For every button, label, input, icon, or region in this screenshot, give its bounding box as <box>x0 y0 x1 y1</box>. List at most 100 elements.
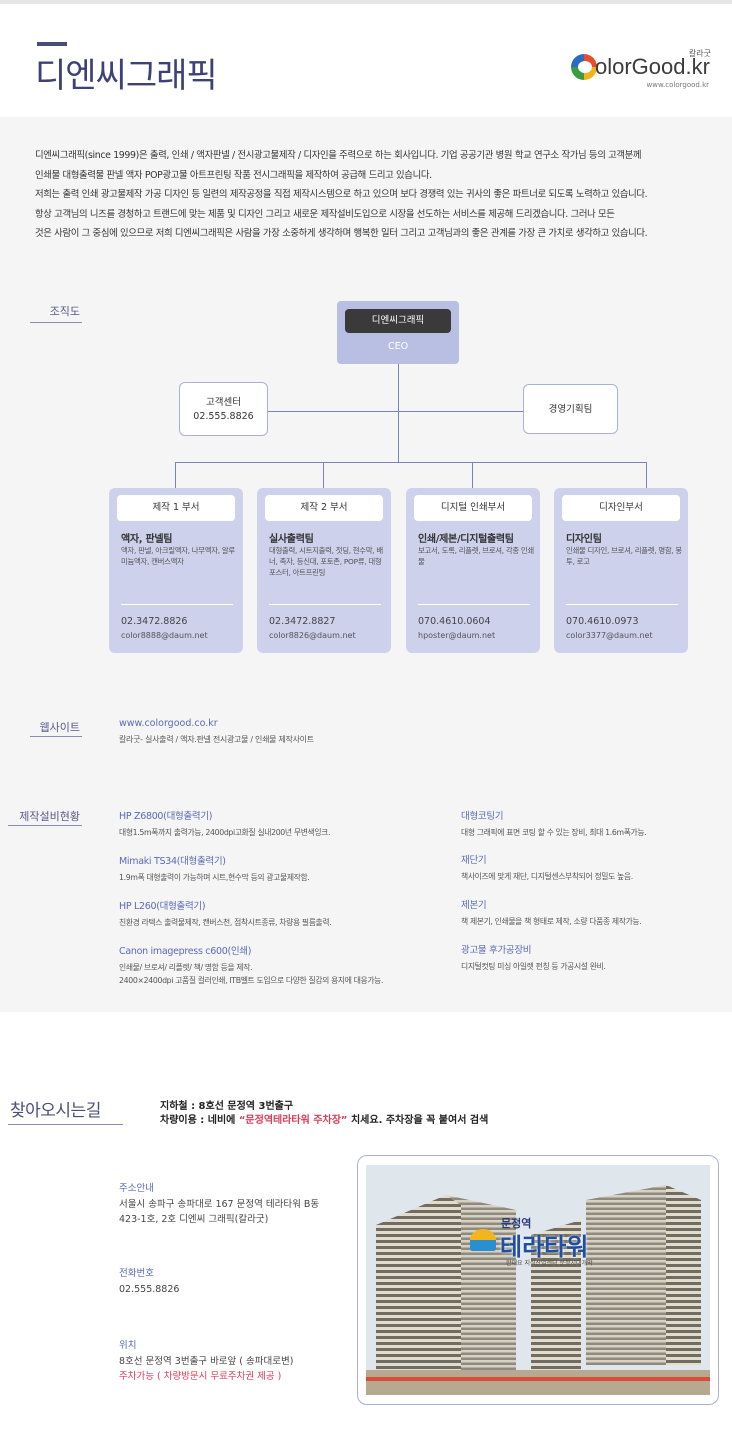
top-border <box>0 0 732 4</box>
org-connector <box>175 462 647 463</box>
dept-email[interactable]: color3377@daum.net <box>566 631 653 640</box>
dept-team: 인쇄/제본/디지털출력팀 <box>418 534 514 545</box>
car-directions: 차량이용 : 네비에 “문정역테라타워 주차장” 치세요. 주차장을 꼭 붙여서… <box>160 1111 488 1126</box>
dept-email[interactable]: color8888@daum.net <box>121 631 208 640</box>
colorgood-logo[interactable]: olorGood.kr 칼라굿 www.colorgood.kr <box>571 48 711 98</box>
phone-info: 전화번호 02.555.8826 <box>119 1265 179 1297</box>
equipment-desc-line: 2400×2400dpi 고품질 컬러인쇄, ITB벨트 도입으로 다양한 질감… <box>119 976 384 985</box>
parking-info: 주차가능 ( 차량방문시 무료주차권 제공 ) <box>119 1371 282 1382</box>
building-illustration <box>366 1165 710 1395</box>
dept-desc: 보고서, 도록, 리플렛, 브로셔, 각종 인쇄물 <box>418 546 534 566</box>
equipment-desc: 책사이즈에 맞게 재단, 디지털센스부착되어 정밀도 높음. <box>461 872 633 881</box>
dept-phone: 02.3472.8826 <box>121 616 188 627</box>
logo-korean: 칼라굿 <box>688 49 711 58</box>
dept-phone: 02.3472.8827 <box>269 616 336 627</box>
dept-divider <box>121 604 233 605</box>
equipment-title: 재단기 <box>461 855 487 866</box>
dept-head: 디자인부서 <box>562 495 680 521</box>
equipment-desc: 대형1.5m폭까지 출력가능, 2400dpi고화질 실내200년 무변색잉크. <box>119 828 331 837</box>
phone-title: 전화번호 <box>119 1268 154 1279</box>
dept-head: 제작 2 부서 <box>265 495 383 521</box>
dept-card: 디자인부서 디자인팀 인쇄물 디자인, 브로셔, 리플렛, 명함, 봉투, 로고… <box>554 488 688 653</box>
intro-line: 저희는 출력 인쇄 광고물제작 가공 디자인 등 일련의 제작공정을 직접 제작… <box>35 189 648 201</box>
intro-line: 디엔씨그래픽(since 1999)은 출력, 인쇄 / 액자판넬 / 전시광고… <box>35 150 642 161</box>
position-line: 8호선 문정역 3번출구 바로앞 ( 송파대로변) <box>119 1356 294 1367</box>
address-line: 서울시 송파구 송파대로 167 문정역 테라타워 B동 <box>119 1199 320 1210</box>
address-text: 서울시 송파구 송파대로 167 문정역 테라타워 B동 423-1호, 2호 … <box>119 1197 319 1227</box>
equipment-item: 대형코팅기 대형 그래픽에 표면 코팅 할 수 있는 장비, 최대 1.6m폭가… <box>461 808 647 839</box>
planning-team-box: 경영기획팀 <box>523 384 618 434</box>
equipment-label-underline <box>8 825 82 826</box>
dept-head: 디지털 인쇄부서 <box>414 495 532 521</box>
equipment-desc: 디지털컷팅 미싱 아일렛 펀칭 등 가공시설 완비. <box>461 962 606 971</box>
position-title: 위치 <box>119 1340 137 1351</box>
website-section-label: 웹사이트 <box>39 721 80 734</box>
equipment-desc-line: 인쇄물/ 브로셔/ 리플렛/ 책/ 명함 등을 제작. <box>119 963 253 972</box>
photo-building-name: 테라타워 <box>500 1233 589 1261</box>
dept-divider <box>269 604 381 605</box>
website-link[interactable]: www.colorgood.co.kr <box>119 718 218 729</box>
equipment-title: 제본기 <box>461 900 487 911</box>
equipment-title: HP L260(대형출력기) <box>119 901 206 912</box>
ceo-box: 디엔씨그래픽 CEO <box>337 301 459 364</box>
org-connector <box>646 462 647 488</box>
car-prefix: 차량이용 : 네비에 <box>160 1115 239 1126</box>
car-suffix: 치세요. 주차장을 꼭 붙여서 검색 <box>347 1115 489 1126</box>
position-info: 위치 8호선 문정역 3번출구 바로앞 ( 송파대로변) 주차가능 ( 차량방문… <box>119 1337 293 1384</box>
dept-head: 제작 1 부서 <box>117 495 235 521</box>
equipment-desc: 대형 그래픽에 표면 코팅 할 수 있는 장비, 최대 1.6m폭가능. <box>461 828 647 837</box>
brand-title: 디엔씨그래픽 <box>35 56 218 96</box>
building-photo: 문정역 테라타워 한대요 지식산업센터 문정시대개막 <box>366 1165 710 1395</box>
dept-card: 디지털 인쇄부서 인쇄/제본/디지털출력팀 보고서, 도록, 리플렛, 브로셔,… <box>406 488 540 653</box>
equipment-title: 대형코팅기 <box>461 811 504 822</box>
website-label-underline <box>30 736 82 737</box>
dept-phone: 070.4610.0973 <box>566 616 639 627</box>
equipment-desc: 1.9m폭 대형출력이 가능하며 시트,현수막 등의 광고물제작함. <box>119 873 310 882</box>
equipment-desc: 책 제본기, 인쇄물을 책 형태로 제작, 소량 다품종 제작가능. <box>461 917 642 926</box>
equipment-section-label: 제작설비현황 <box>19 810 80 823</box>
logo-url: www.colorgood.kr <box>646 81 709 89</box>
dept-card: 제작 2 부서 실사출력팀 대형출력, 시트지출력, 첫딩, 현수막, 배너, … <box>257 488 391 653</box>
logo-c-icon <box>571 54 597 80</box>
photo-station-text: 문정역 <box>501 1217 532 1230</box>
ceo-company-name: 디엔씨그래픽 <box>345 309 451 333</box>
dept-divider <box>418 604 530 605</box>
equipment-item: 재단기 책사이즈에 맞게 재단, 디지털센스부착되어 정밀도 높음. <box>461 852 633 883</box>
org-section-label: 조직도 <box>49 305 80 318</box>
location-section-label: 찾아오시는길 <box>10 1101 101 1121</box>
dept-phone: 070.4610.0604 <box>418 616 491 627</box>
subway-directions: 지하철 : 8호선 문정역 3번출구 <box>160 1101 294 1112</box>
dept-desc: 액자, 판넬, 아크릴액자, 나무액자, 알루미늄액자, 캔버스액자 <box>121 546 235 566</box>
logo-text: olorGood.kr <box>595 54 710 79</box>
intro-line: 것은 사람이 그 중심에 있으므로 저희 디엔씨그래픽은 사람을 가장 소중하게… <box>35 228 648 240</box>
dept-divider <box>566 604 678 605</box>
dept-email[interactable]: color8826@daum.net <box>269 631 356 640</box>
equipment-item: 광고물 후가공장비 디지털컷팅 미싱 아일렛 펀칭 등 가공시설 완비. <box>461 942 606 973</box>
header: 디엔씨그래픽 olorGood.kr 칼라굿 www.colorgood.kr <box>0 4 732 117</box>
dept-email[interactable]: hposter@daum.net <box>418 631 496 640</box>
equipment-item: HP Z6800(대형출력기) 대형1.5m폭까지 출력가능, 2400dpi고… <box>119 808 330 839</box>
dept-card: 제작 1 부서 액자, 판넬팀 액자, 판넬, 아크릴액자, 나무액자, 알루미… <box>109 488 243 653</box>
dept-desc: 인쇄물 디자인, 브로셔, 리플렛, 명함, 봉투, 로고 <box>566 546 682 566</box>
terra-tower-logo-icon <box>470 1229 496 1251</box>
customer-center-phone: 02.555.8826 <box>193 411 254 422</box>
website-desc: 칼라굿- 실사출력 / 액자.판넬 전시광고물 / 인쇄물 제작사이트 <box>119 735 314 744</box>
equipment-title: 광고물 후가공장비 <box>461 945 532 956</box>
org-connector <box>398 364 399 462</box>
brand-accent-bar <box>37 42 67 46</box>
equipment-title: HP Z6800(대형출력기) <box>119 811 213 822</box>
company-intro: 디엔씨그래픽(since 1999)은 출력, 인쇄 / 액자판넬 / 전시광고… <box>35 146 720 244</box>
address-title: 주소안내 <box>119 1183 154 1194</box>
phone-text: 02.555.8826 <box>119 1284 180 1295</box>
dept-team: 액자, 판넬팀 <box>121 534 173 545</box>
intro-line: 인쇄물 대형출력물 판넬 액자 POP광고물 아트프린팅 작품 전시그래픽을 제… <box>35 169 432 181</box>
org-connector <box>323 462 324 488</box>
equipment-title: Mimaki TS34(대형출력기) <box>119 856 226 867</box>
equipment-title: Canon imagepress c600(인쇄) <box>119 946 252 957</box>
address-info: 주소안내 서울시 송파구 송파대로 167 문정역 테라타워 B동 423-1호… <box>119 1180 319 1227</box>
equipment-item: Mimaki TS34(대형출력기) 1.9m폭 대형출력이 가능하며 시트,현… <box>119 853 310 884</box>
customer-center-box: 고객센터 02.555.8826 <box>179 382 268 436</box>
dept-team: 실사출력팀 <box>269 534 314 545</box>
org-connector <box>472 462 473 488</box>
equipment-item: Canon imagepress c600(인쇄) 인쇄물/ 브로셔/ 리플렛/… <box>119 943 383 987</box>
